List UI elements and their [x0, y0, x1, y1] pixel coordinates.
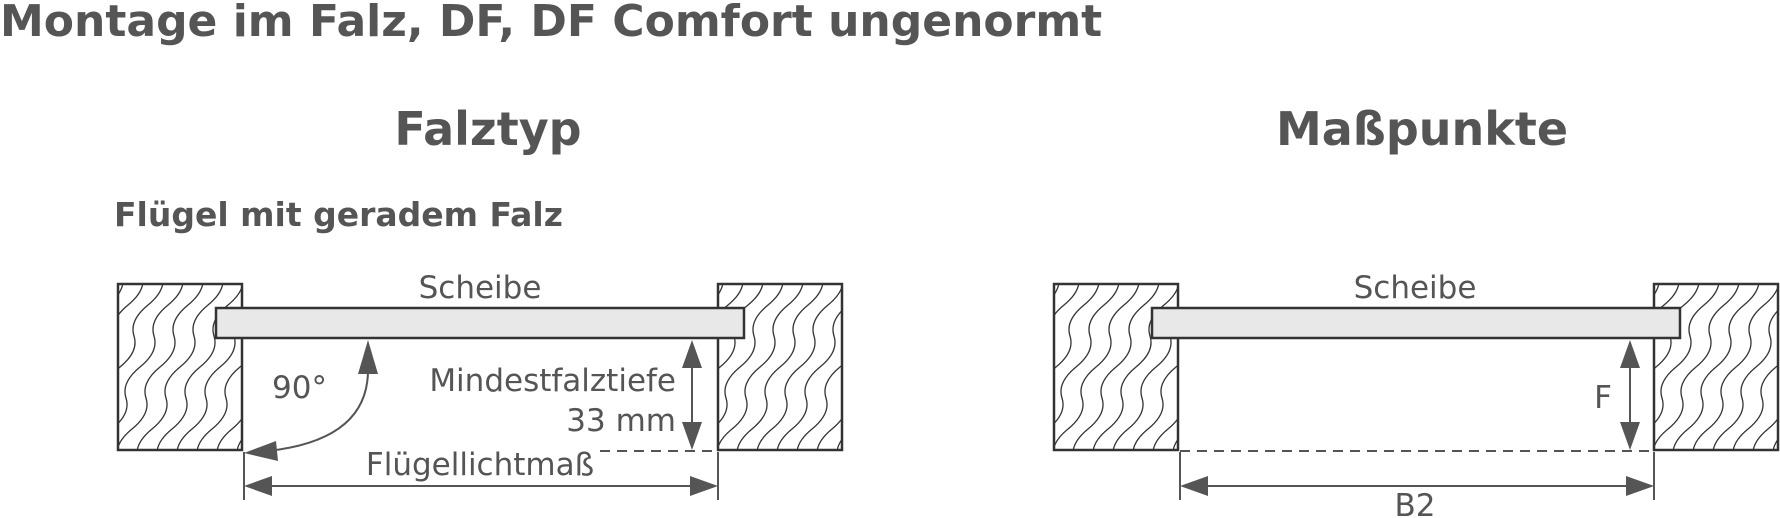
wood-grain-lines [718, 274, 1023, 460]
sash-clear-width-label: Flügellichtmaß [366, 447, 594, 483]
wood-grain-line [337, 274, 423, 460]
min-rebate-depth-label: Mindestfalztiefe [429, 363, 676, 399]
wood-grain-line [176, 309, 242, 450]
wood-grain-line [1054, 284, 1060, 296]
wood-grain-line [118, 284, 144, 317]
wood-grain-line [1654, 284, 1700, 370]
glass-label: Scheibe [419, 270, 542, 306]
wood-grain-line [1654, 284, 1680, 317]
wood-grain-line [156, 284, 242, 450]
wood-grain-line [718, 284, 764, 370]
wood-grain-line [317, 274, 403, 460]
wood-grain-line [118, 284, 184, 425]
min-rebate-depth-dimension [682, 340, 702, 450]
wood-grain-lines [1533, 274, 1778, 460]
wood-grain-line [1273, 274, 1359, 460]
wood-grain-line [1654, 284, 1660, 296]
angle-label: 90° [272, 370, 327, 406]
glass-pane [214, 306, 746, 340]
falztyp-heading: Falztyp [394, 102, 581, 156]
wood-grain-line [1692, 284, 1778, 450]
wood-grain-line [1712, 309, 1778, 450]
wood-grain-line [1072, 284, 1160, 450]
wood-grain-line [1132, 364, 1178, 450]
wood-grain-line [877, 274, 963, 460]
wood-grain-line [1253, 274, 1339, 460]
wood-grain-line [718, 284, 744, 317]
wood-grain-lines [933, 274, 1359, 460]
wood-grain-line [1092, 284, 1178, 450]
wood-grain-line [857, 274, 943, 460]
width-b2-label: B2 [1395, 488, 1436, 518]
wood-grain-line [1672, 284, 1760, 450]
wood-grain-line [1193, 274, 1279, 460]
wood-grain-line [118, 284, 124, 296]
left-frame-wood-profile [933, 274, 1359, 460]
wood-grain-line [917, 274, 1003, 460]
wood-grain-line [1732, 364, 1778, 450]
falztyp-diagram: Falztyp Flügel mit geradem Falz Scheibe … [0, 102, 1023, 500]
rebate-depth-f-dimension [1620, 340, 1640, 450]
left-frame-wood-profile [0, 274, 423, 460]
glass-pane [1150, 306, 1682, 340]
wood-grain-line [756, 284, 842, 450]
wood-grain-line [196, 364, 242, 450]
wood-grain-line [776, 309, 842, 450]
wood-grain-line [1654, 284, 1740, 450]
wood-grain-line [1172, 438, 1178, 450]
right-frame-wood-profile [716, 274, 1023, 460]
min-rebate-depth-value: 33 mm [566, 403, 676, 439]
wood-grain-line [736, 284, 824, 450]
wood-grain-line [1213, 274, 1299, 460]
wood-grain-line [257, 274, 343, 460]
wood-grain-line [1752, 417, 1778, 450]
wood-grain-line [1533, 274, 1619, 460]
masspunkte-diagram: Maßpunkte Scheibe F [933, 102, 1780, 518]
wood-grain-line [953, 274, 1039, 460]
wood-grain-line [718, 284, 804, 450]
wood-grain-lines [0, 274, 423, 460]
wood-grain-line [816, 417, 842, 450]
width-b2-dimension [1179, 452, 1655, 500]
rebate-depth-f-label: F [1594, 380, 1612, 416]
wood-grain-line [718, 284, 784, 425]
wood-grain-line [236, 438, 242, 450]
masspunkte-heading: Maßpunkte [1276, 102, 1568, 156]
wood-grain-line [937, 274, 1023, 460]
wood-grain-line [933, 274, 1019, 460]
page-title: Montage im Falz, DF, DF Comfort ungenorm… [0, 0, 1102, 47]
wood-grain-line [796, 364, 842, 450]
wood-grain-line [897, 274, 983, 460]
wood-grain-line [1654, 284, 1720, 425]
wood-grain-line [1112, 309, 1178, 450]
wood-grain-line [1054, 284, 1100, 370]
wood-grain-line [1152, 417, 1178, 450]
wood-grain-line [277, 274, 363, 460]
wood-grain-line [118, 284, 204, 450]
wood-grain-line [118, 284, 164, 370]
wood-grain-line [1054, 284, 1080, 317]
wood-grain-line [1233, 274, 1319, 460]
angle-arrow [244, 340, 378, 461]
wood-grain-line [836, 438, 842, 450]
wood-grain-line [136, 284, 224, 450]
wood-grain-line [0, 274, 83, 460]
wood-grain-line [216, 417, 242, 450]
wood-grain-line [1054, 284, 1120, 425]
wood-grain-line [17, 274, 103, 460]
glass-label: Scheibe [1354, 270, 1477, 306]
falztyp-subheading: Flügel mit geradem Falz [114, 195, 563, 234]
right-frame-wood-profile [1533, 274, 1780, 460]
sash-clear-width-dimension [243, 452, 719, 500]
wood-grain-line [1054, 284, 1140, 450]
